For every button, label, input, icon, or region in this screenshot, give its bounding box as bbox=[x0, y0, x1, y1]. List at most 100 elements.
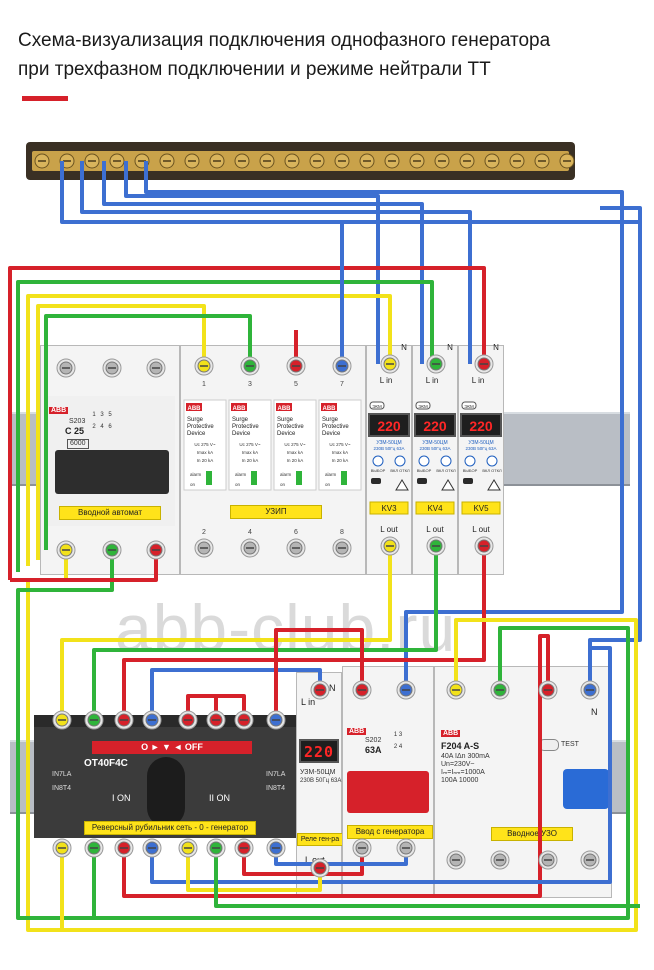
gen-breaker-model: S202 bbox=[365, 737, 382, 744]
abb-logo: ABB bbox=[441, 730, 461, 737]
relay-label: KV3 bbox=[381, 504, 397, 513]
rcd-test-label: TEST bbox=[561, 741, 579, 748]
spd-title-1: Surge bbox=[277, 417, 294, 423]
relay-display bbox=[368, 413, 410, 437]
spd-abb-logo bbox=[186, 403, 202, 411]
relay-n-label: N bbox=[447, 343, 453, 352]
relay-display-value: 220 bbox=[377, 418, 401, 434]
spd-abb-logo bbox=[321, 403, 337, 411]
spd-title-2: Protective bbox=[277, 424, 304, 430]
relay-toggle bbox=[463, 478, 473, 484]
spd-uc: Uc 275 V~ bbox=[194, 442, 216, 447]
wire-rcd-l2 bbox=[92, 626, 630, 920]
relay-label: KV4 bbox=[427, 504, 443, 513]
relay-brand: ЭКМ bbox=[372, 404, 382, 409]
spd-in: In 20 kA bbox=[197, 458, 214, 463]
ats-side-left-2: IN8T4 bbox=[52, 785, 72, 792]
breaker-pole-label: 1 bbox=[92, 412, 96, 418]
abb-logo: ABB bbox=[347, 728, 367, 735]
changeover-switch[interactable]: O ► ▼ ◄ OFF OT40F4C I ON II ON Реверсный… bbox=[34, 715, 296, 838]
relay-plus-button bbox=[440, 455, 452, 467]
spd-module bbox=[183, 399, 227, 491]
spd-imax: Imax kA bbox=[287, 450, 303, 455]
surge-protector-label: УЗИП bbox=[230, 505, 322, 519]
relay-plus-button bbox=[394, 455, 406, 467]
title-line-2: при трехфазном подключении и режиме нейт… bbox=[18, 59, 491, 80]
gen-relay-label: Реле ген-ра bbox=[297, 833, 343, 846]
spd-imax: Imax kA bbox=[332, 450, 348, 455]
relay-onoff-label: ВКЛ ОТКЛ bbox=[436, 468, 456, 473]
breaker-pole-label: 6 bbox=[108, 424, 112, 430]
breaker-capacity: 6000 bbox=[67, 439, 89, 449]
relay-spec: 230В 50Гц 63А bbox=[373, 446, 404, 451]
wire-rcd-l3 bbox=[122, 634, 550, 898]
spd-imax: Imax kA bbox=[197, 450, 213, 455]
wire-neutral-n1 bbox=[60, 161, 640, 224]
spd-alarm: alarm bbox=[190, 472, 202, 477]
gen-relay-spec: 230В 50Гц 63А bbox=[300, 778, 342, 784]
title-line-1: Схема-визуализация подключения однофазно… bbox=[18, 30, 551, 51]
wire-green-down bbox=[16, 548, 114, 920]
wire-gen-n-out bbox=[274, 848, 408, 866]
relay-brand-badge bbox=[461, 401, 477, 410]
breaker-pole-label: 2 bbox=[92, 424, 96, 430]
rcd-spec-3: Iₘ=Iₙₘ=1000A bbox=[441, 769, 485, 776]
spd-title-1: Surge bbox=[322, 417, 339, 423]
relay-lout-label: L out bbox=[472, 525, 490, 534]
generator-breaker[interactable]: ABB S202 63A Ввод с генератора bbox=[342, 666, 434, 898]
relay-display bbox=[460, 413, 502, 437]
spd-title-2: Protective bbox=[322, 424, 349, 430]
relay-plus-button bbox=[486, 455, 498, 467]
ats-handle[interactable] bbox=[147, 757, 185, 827]
spd-abb-text: ABB bbox=[188, 406, 202, 412]
rcd-label: Вводное УЗО bbox=[491, 827, 573, 841]
page-title: Схема-визуализация подключения однофазно… bbox=[18, 26, 648, 84]
gen-relay-display: 220 bbox=[299, 739, 339, 763]
input-breaker[interactable]: ABB S203 C 25 6000 Вводной автомат bbox=[40, 345, 180, 575]
relay-minus-button bbox=[464, 455, 476, 467]
rcd-n-top: N bbox=[591, 707, 598, 717]
gen-relay-model: УЗМ-50ЦМ bbox=[300, 769, 336, 776]
gen-relay-lout: L out bbox=[305, 855, 325, 865]
relay-select-label: ВЫБОР bbox=[417, 468, 432, 473]
spd-title-3: Device bbox=[187, 431, 206, 437]
rcd-lever[interactable] bbox=[563, 769, 609, 809]
relay-brand: ЭКМ bbox=[418, 404, 428, 409]
relay-lin-label: L in bbox=[472, 376, 485, 385]
relay-display bbox=[414, 413, 456, 437]
breaker-pole-label: 5 bbox=[108, 412, 112, 418]
relay-brand-badge bbox=[369, 401, 385, 410]
spd-module bbox=[228, 399, 272, 491]
ats-model: OT40F4C bbox=[84, 758, 128, 769]
spd-status-window bbox=[206, 471, 212, 485]
spd-abb-text: ABB bbox=[323, 406, 337, 412]
gen-breaker-lever[interactable] bbox=[347, 771, 429, 813]
wire-ats-n bbox=[150, 668, 322, 720]
relay-warning-icon bbox=[487, 479, 501, 491]
spd-uc: Uc 275 V~ bbox=[239, 442, 261, 447]
ats-position-strip: O ► ▼ ◄ OFF bbox=[92, 741, 252, 754]
spd-uc: Uc 275 V~ bbox=[284, 442, 306, 447]
wire-gen-to-relay bbox=[274, 628, 364, 720]
spd-terminal-label-top: 7 bbox=[340, 381, 344, 388]
spd-alarm: alarm bbox=[325, 472, 337, 477]
wire-neutral-kv5 bbox=[80, 161, 472, 364]
spd-title-2: Protective bbox=[232, 424, 259, 430]
spd-imax: Imax kA bbox=[242, 450, 258, 455]
wire-spd-3 bbox=[44, 314, 252, 550]
relay-model: УЗМ-50ЦМ bbox=[422, 440, 447, 446]
relay-model: УЗМ-50ЦМ bbox=[468, 440, 493, 446]
relay-minus-button bbox=[372, 455, 384, 467]
relay-model: УЗМ-50ЦМ bbox=[376, 440, 401, 446]
spd-status-window bbox=[251, 471, 257, 485]
spd-terminal-label-bottom: 2 bbox=[202, 529, 206, 536]
spd-title-1: Surge bbox=[232, 417, 249, 423]
wire-pe bbox=[214, 848, 640, 908]
relay-lin-label: L in bbox=[426, 376, 439, 385]
spd-terminal-label-top: 3 bbox=[248, 381, 252, 388]
wire-rcd-n bbox=[150, 646, 612, 884]
spd-uc: Uc 275 V~ bbox=[329, 442, 351, 447]
relay-select-label: ВЫБОР bbox=[463, 468, 478, 473]
breaker-lever[interactable] bbox=[55, 450, 169, 494]
spd-abb-text: ABB bbox=[233, 406, 247, 412]
